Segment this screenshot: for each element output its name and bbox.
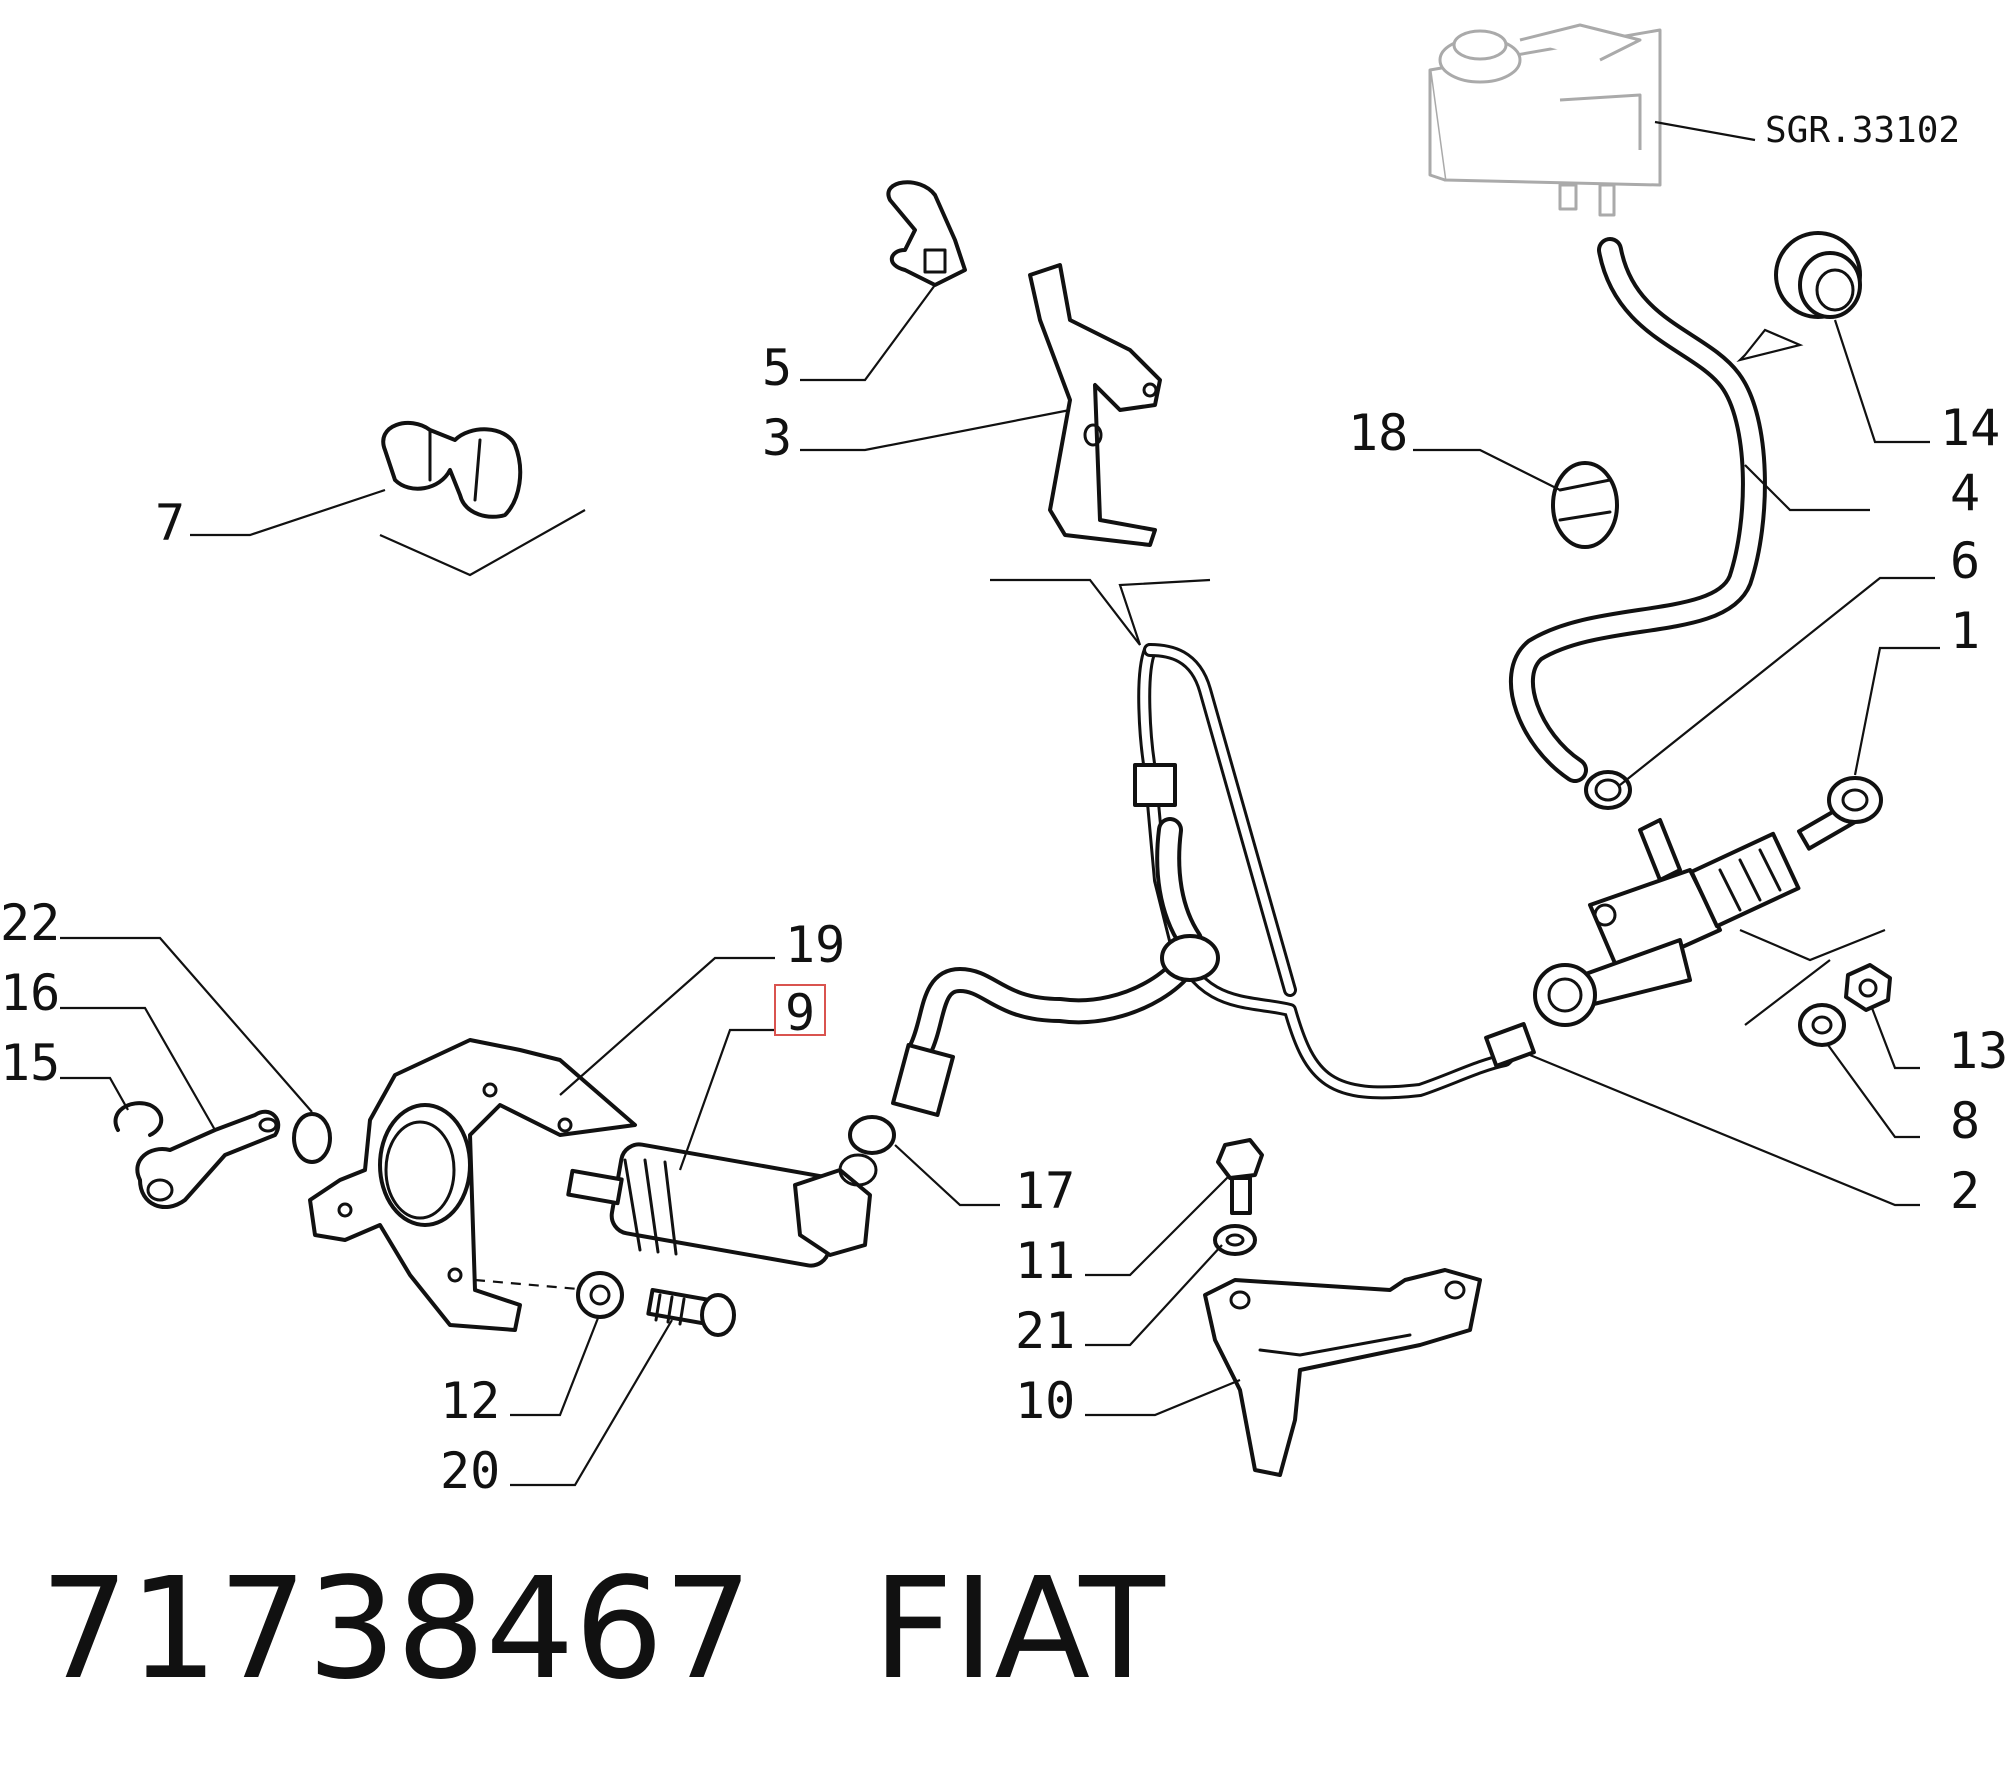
callout-20: 20 (440, 1442, 500, 1500)
washer-part-12 (576, 1271, 624, 1319)
bracket-part-3 (1028, 263, 1162, 547)
callout-7: 7 (155, 494, 185, 552)
callout-15: 15 (0, 1034, 60, 1092)
callout-3: 3 (762, 409, 792, 467)
washer-part-8 (1798, 1003, 1846, 1047)
highlight-box (774, 984, 826, 1036)
callout-19: 19 (785, 916, 845, 974)
release-fork-part-16 (135, 1109, 281, 1210)
bolt-part-20 (646, 1287, 736, 1337)
clip-part-5 (886, 180, 967, 287)
circlip-part-15 (113, 1101, 164, 1137)
reference-code-label: SGR.33102 (1765, 110, 1960, 151)
callout-1: 1 (1950, 602, 1980, 660)
callout-12: 12 (440, 1372, 500, 1430)
bolt-part-11 (1216, 1138, 1264, 1215)
callout-13: 13 (1948, 1022, 2006, 1080)
callout-18: 18 (1348, 404, 1408, 462)
break-mark-master (1739, 928, 1886, 1026)
callout-16: 16 (0, 964, 60, 1022)
callout-2: 2 (1950, 1162, 1980, 1220)
master-cylinder-part-1 (1533, 776, 1883, 1027)
hose-part-4 (1508, 237, 1767, 783)
callout-17: 17 (1015, 1162, 1075, 1220)
pipe-part-2 (1133, 643, 1536, 1100)
callout-8: 8 (1950, 1092, 1980, 1150)
callout-9: 9 (785, 984, 815, 1042)
callout-21: 21 (1015, 1302, 1075, 1360)
callout-14: 14 (1940, 399, 2000, 457)
snap-ring-part-22 (292, 1112, 332, 1164)
break-mark-hose (1736, 328, 1804, 363)
leader-reference (1654, 120, 1756, 142)
callout-10: 10 (1015, 1372, 1075, 1430)
callout-22: 22 (0, 894, 60, 952)
break-mark-pipe (990, 578, 1211, 646)
break-mark-7 (379, 509, 586, 577)
clip-part-18 (1551, 461, 1619, 549)
grommet-part-14 (1774, 231, 1862, 319)
bracket-part-10 (1203, 1268, 1482, 1477)
brand-name: FIAT (872, 1548, 1165, 1711)
housing-plate-part-19 (308, 1038, 637, 1332)
flexible-hose (891, 817, 1220, 1117)
callout-numbers: 5 3 7 18 14 4 6 1 13 8 2 17 11 21 10 12 … (0, 339, 2006, 1500)
nut-part-13 (1844, 963, 1892, 1012)
washer-part-21 (1213, 1224, 1257, 1256)
callout-5: 5 (762, 339, 792, 397)
dashed-guide (474, 1278, 591, 1292)
part-number: 71738467 (40, 1548, 753, 1711)
clamp-part-6 (1584, 770, 1632, 810)
callout-11: 11 (1015, 1232, 1075, 1290)
reservoir-reference-part (1428, 23, 1662, 217)
leader-lines (60, 284, 1940, 1487)
clip-part-7 (381, 420, 523, 519)
o-ring-part-17 (848, 1115, 896, 1155)
callout-4: 4 (1950, 464, 1980, 522)
slave-cylinder-part-9 (566, 1142, 878, 1268)
callout-6: 6 (1950, 532, 1980, 590)
